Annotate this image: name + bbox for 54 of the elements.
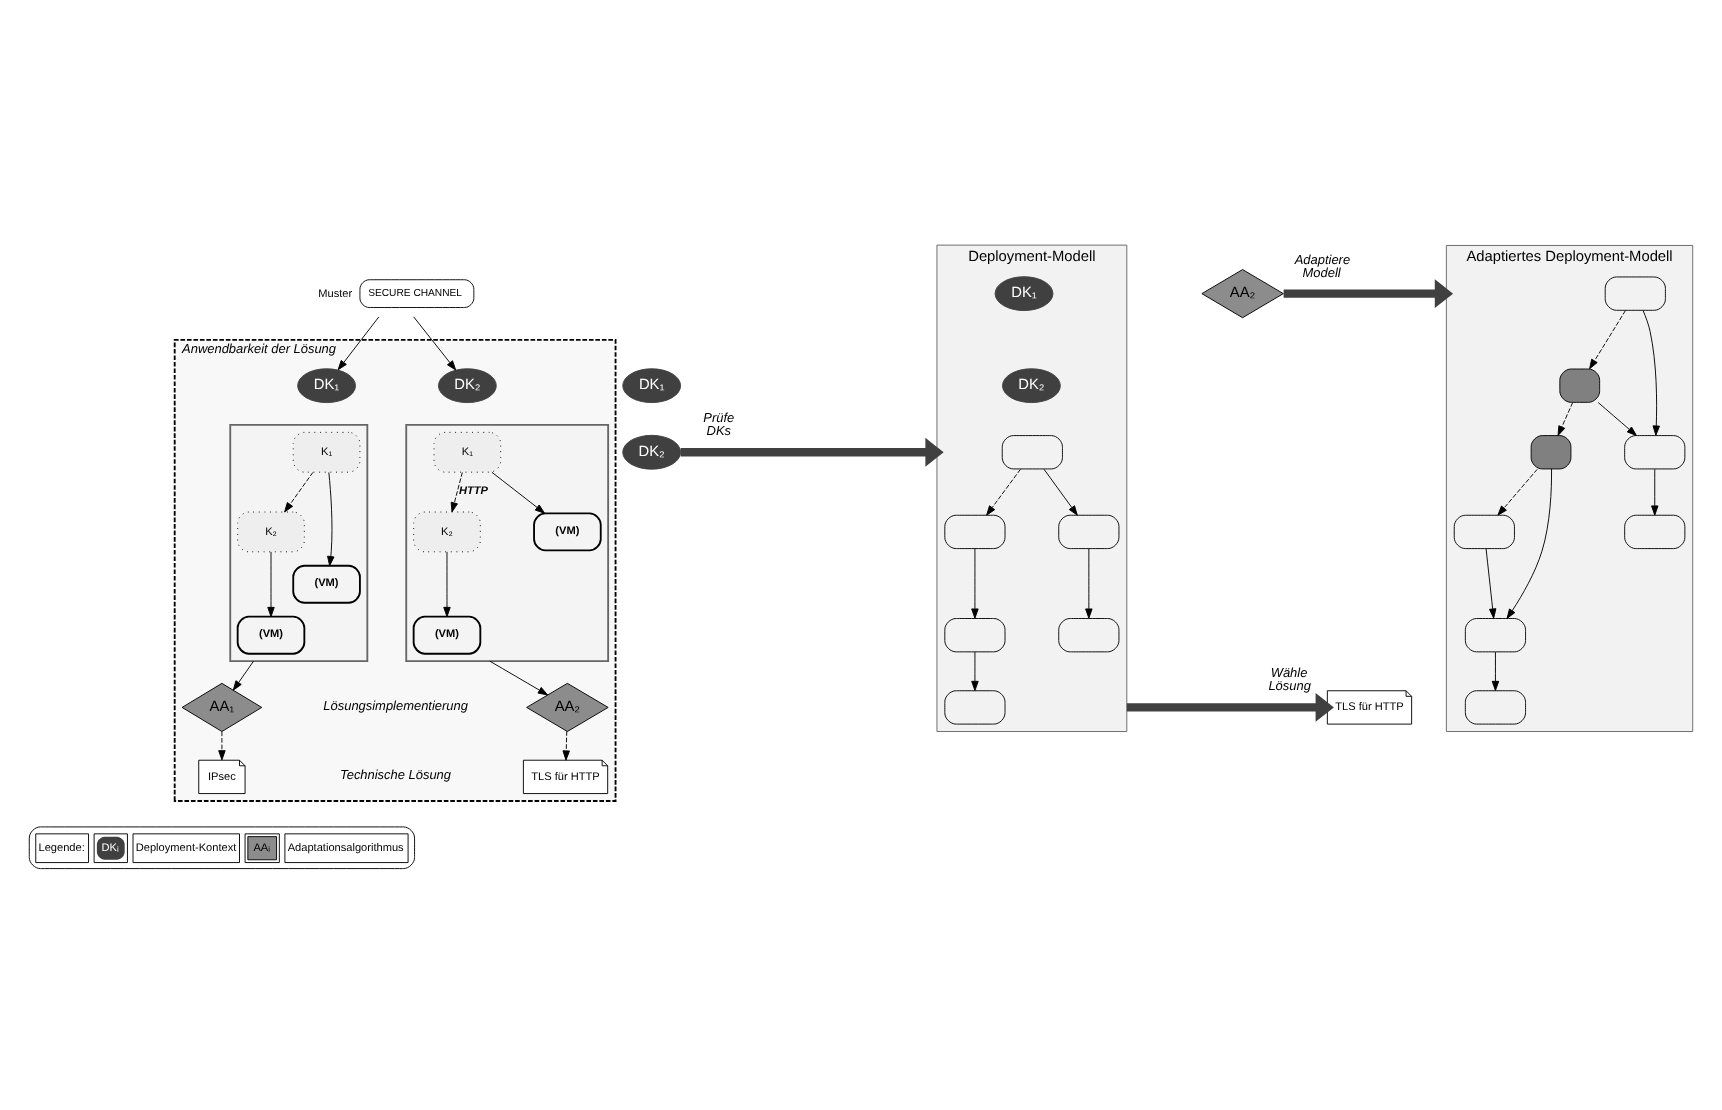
node-diamond: AA₂ [526,682,609,732]
node-box [1453,514,1515,550]
cluster [229,424,369,663]
node-box [1559,368,1601,403]
node-ellipse: DK₁ [994,276,1054,311]
arrow [1126,693,1334,722]
arrow [971,651,979,692]
arrow [971,548,979,619]
arrow [680,437,944,467]
arrow [232,660,255,691]
arrow [1651,468,1659,516]
arrow [986,468,1021,516]
node-box [1058,514,1120,550]
node-box [1624,435,1686,470]
cluster: Adaptiertes Deployment-Modell [1445,245,1694,732]
node-box [1530,435,1572,470]
arrow [218,731,226,761]
arrow [327,472,335,567]
arrow [284,471,314,513]
node-box [1624,514,1686,550]
node-box [1058,618,1120,653]
arrow [1589,310,1626,370]
arrow [1506,468,1552,619]
node-ellipse: DK₁ [297,368,356,404]
arrow [1491,651,1500,692]
arrow [1485,548,1497,619]
node-ellipse: DK₂ [437,368,497,404]
arrow [562,730,570,761]
arrow [1642,309,1660,436]
arrow [1497,468,1538,516]
arrow [489,660,549,696]
node-ellipse: DK₂ [1002,368,1061,404]
node-box [944,618,1006,653]
arrow [450,471,463,513]
node-ellipse: DK₁ [622,368,682,404]
arrow [1283,279,1454,309]
arrow [443,551,451,618]
arrow [413,316,457,371]
cluster [405,424,610,663]
node-box [1001,435,1063,470]
arrow [267,551,275,618]
node-box [1464,618,1526,653]
node-box [1464,690,1526,725]
node-box [944,514,1006,550]
arrow [1043,468,1078,516]
node-diamond: AA₂ [1201,269,1284,319]
node-box [1604,276,1666,311]
arrow [337,316,380,371]
arrow [1085,548,1093,619]
arrow [491,471,545,514]
node-ellipse: DK₂ [622,434,682,470]
arrow [1597,402,1637,436]
arrow [1557,402,1574,436]
node-box [944,690,1006,725]
